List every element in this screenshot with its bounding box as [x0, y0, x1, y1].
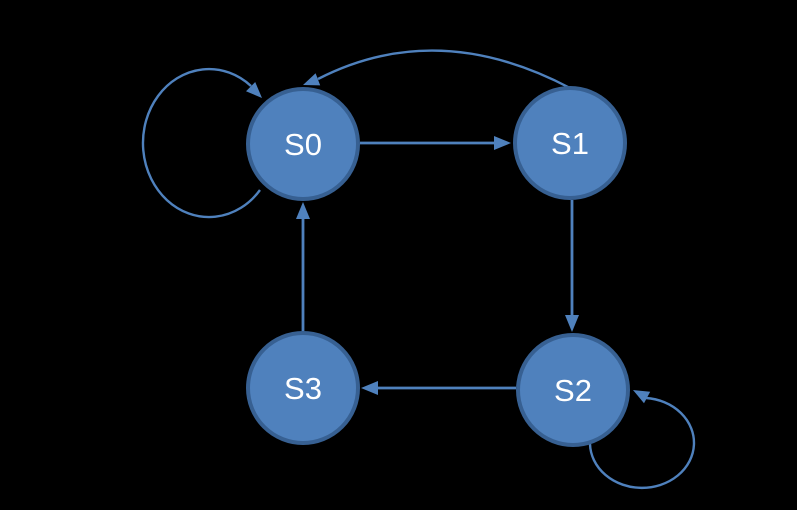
edge-s2-self-loop-arrowhead-icon	[633, 390, 651, 404]
state-node-s1-label: S1	[551, 126, 589, 161]
edge-s1-to-s2	[565, 200, 579, 332]
state-node-s3-circle	[246, 331, 360, 445]
state-node-s1-circle	[513, 86, 627, 200]
edge-s2-self-loop	[588, 390, 696, 490]
state-node-s2-circle	[516, 333, 630, 447]
edge-s1-to-s0-curve	[317, 49, 571, 90]
edge-s1-to-s0-curved	[303, 49, 571, 90]
state-node-s2-label: S2	[554, 373, 592, 408]
edge-s0-self-loop-curve	[141, 67, 261, 219]
state-node-s0-circle	[246, 87, 360, 201]
edge-s3-to-s0-arrowhead-icon	[296, 202, 310, 219]
edge-s2-self-loop-curve	[588, 396, 696, 490]
edge-s0-self-loop-arrowhead-icon	[246, 82, 262, 98]
state-node-s0: S0	[246, 87, 360, 201]
edge-s1-to-s2-arrowhead-icon	[565, 315, 579, 332]
edge-s0-to-s1-arrowhead-icon	[494, 136, 511, 150]
state-node-s1: S1	[513, 86, 627, 200]
edge-s1-to-s0-arrowhead-icon	[303, 73, 321, 86]
state-node-s3-label: S3	[284, 371, 322, 406]
edge-s0-to-s1	[360, 136, 511, 150]
state-node-s2: S2	[516, 333, 630, 447]
edge-s2-to-s3	[361, 381, 516, 395]
edge-s0-self-loop	[141, 67, 262, 219]
edge-s3-to-s0	[296, 202, 310, 331]
state-node-s0-label: S0	[284, 127, 322, 162]
state-node-s3: S3	[246, 331, 360, 445]
edge-s2-to-s3-arrowhead-icon	[361, 381, 378, 395]
